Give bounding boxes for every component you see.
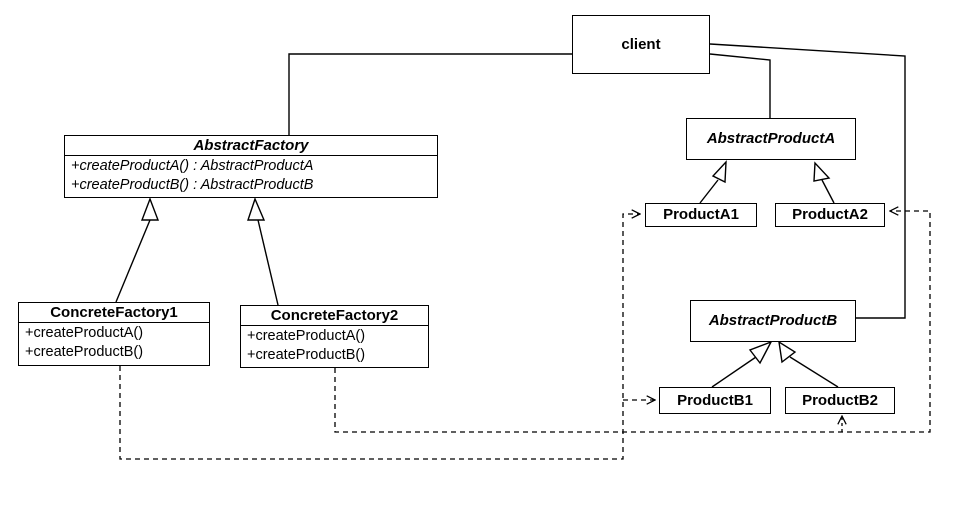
b1-generalization-line xyxy=(711,356,757,388)
abstract-factory-operations: +createProductA() : AbstractProductA +cr… xyxy=(65,155,437,196)
product-a1-name: ProductA1 xyxy=(663,206,739,223)
concrete-factory-2-operation: +createProductA() xyxy=(247,328,366,344)
a1-generalization-arrowhead xyxy=(711,160,727,184)
abstract-factory-operation: +createProductA() : AbstractProductA xyxy=(71,158,314,174)
client-to-abstract-product-b-line xyxy=(709,43,906,319)
abstract-factory-class: AbstractFactory +createProductA() : Abst… xyxy=(64,135,438,198)
a2-generalization-line xyxy=(821,179,835,204)
product-b1-class: ProductB1 xyxy=(659,387,771,414)
concrete-factory-1-operation: +createProductB() xyxy=(25,344,144,360)
product-b1-name: ProductB1 xyxy=(677,391,753,409)
abstract-product-a-class: AbstractProductA xyxy=(686,118,856,160)
cf1-generalization-line xyxy=(115,219,151,303)
cf2-generalization-arrowhead xyxy=(247,197,266,221)
abstract-product-b-name: AbstractProductB xyxy=(708,312,838,329)
b2-generalization-line xyxy=(789,356,839,388)
b1-generalization-arrowhead xyxy=(748,340,773,365)
concrete-factory-1-class: ConcreteFactory1 +createProductA() +crea… xyxy=(18,302,210,366)
cf1-dependency-line xyxy=(119,214,640,460)
abstract-product-b-class: AbstractProductB xyxy=(690,300,856,342)
a2-generalization-arrowhead xyxy=(813,161,831,182)
concrete-factory-2-operations: +createProductA() +createProductB() xyxy=(241,325,428,366)
client-label: client xyxy=(621,35,661,53)
concrete-factory-2-name: ConcreteFactory2 xyxy=(270,307,399,324)
abstract-factory-operation: +createProductB() : AbstractProductB xyxy=(71,177,314,193)
a1-generalization-line xyxy=(699,179,719,204)
concrete-factory-1-operation: +createProductA() xyxy=(25,325,144,341)
cf2-generalization-line xyxy=(257,219,279,306)
product-b2-class: ProductB2 xyxy=(785,387,895,414)
cf2-dependency-line xyxy=(334,211,931,433)
product-a2-class: ProductA2 xyxy=(775,203,885,227)
product-b2-name: ProductB2 xyxy=(802,391,878,409)
concrete-factory-2-operation: +createProductB() xyxy=(247,347,366,363)
abstract-factory-name: AbstractFactory xyxy=(193,137,309,154)
concrete-factory-1-name: ConcreteFactory1 xyxy=(50,304,178,321)
cf1-generalization-arrowhead xyxy=(140,197,160,221)
concrete-factory-2-class: ConcreteFactory2 +createProductA() +crea… xyxy=(240,305,429,368)
product-a1-class: ProductA1 xyxy=(645,203,757,227)
b2-generalization-arrowhead xyxy=(778,340,797,364)
abstract-product-a-name: AbstractProductA xyxy=(706,130,836,147)
client-to-abstract-product-a-line xyxy=(709,53,771,118)
product-a2-name: ProductA2 xyxy=(792,206,868,223)
concrete-factory-1-operations: +createProductA() +createProductB() xyxy=(19,322,209,363)
client-to-abstract-factory-line xyxy=(288,53,572,135)
client-box: client xyxy=(572,15,710,74)
